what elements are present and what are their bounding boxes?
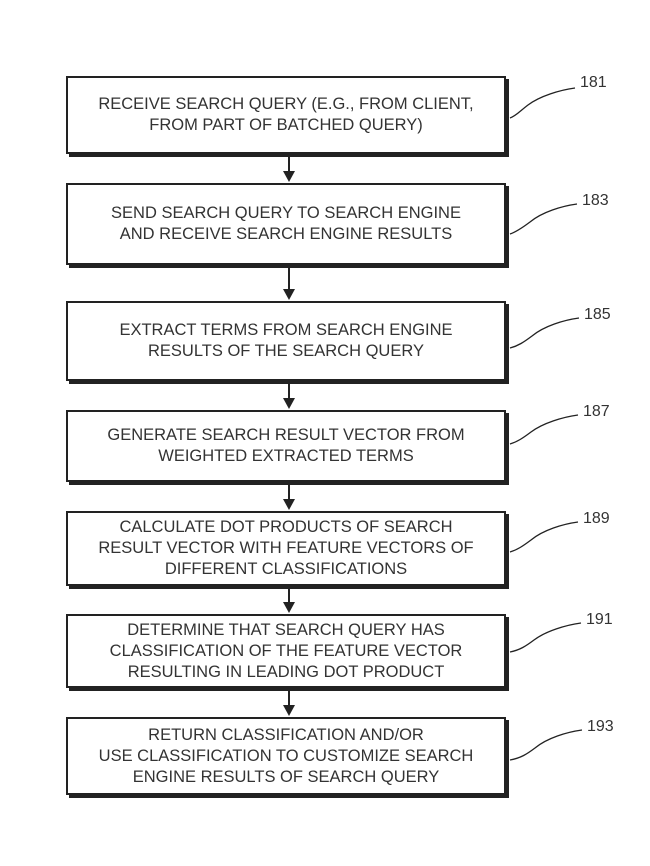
step-text-line: USE CLASSIFICATION TO CUSTOMIZE SEARCH xyxy=(98,746,474,765)
step-text-line: CLASSIFICATION OF THE FEATURE VECTOR xyxy=(109,641,463,660)
reference-numeral-183: 183 xyxy=(582,192,609,209)
step-text-line: DIFFERENT CLASSIFICATIONS xyxy=(164,560,408,578)
leader-line-187 xyxy=(509,414,579,445)
step-text-line: DETERMINE THAT SEARCH QUERY HAS xyxy=(127,620,445,639)
flow-arrow-head xyxy=(283,705,295,716)
step-text-line: ENGINE RESULTS OF SEARCH QUERY xyxy=(132,767,440,786)
step-text-line: RESULT VECTOR WITH FEATURE VECTORS OF xyxy=(98,539,474,557)
leader-line-191 xyxy=(509,622,582,653)
flow-arrow-head xyxy=(283,499,295,510)
flow-arrow-head xyxy=(283,602,295,613)
step-box-191: DETERMINE THAT SEARCH QUERY HAS CLASSIFIC… xyxy=(66,614,506,688)
reference-numeral-193: 193 xyxy=(587,718,614,735)
leader-line-181 xyxy=(509,87,576,119)
reference-numeral-185: 185 xyxy=(584,306,611,323)
reference-numeral-189: 189 xyxy=(583,510,610,527)
leader-line-189 xyxy=(509,521,579,553)
step-text-line: CALCULATE DOT PRODUCTS OF SEARCH xyxy=(119,518,453,536)
reference-numeral-191: 191 xyxy=(586,611,613,628)
step-text-line: FROM PART OF BATCHED QUERY) xyxy=(149,116,423,134)
step-text-line: WEIGHTED EXTRACTED TERMS xyxy=(158,447,414,465)
step-box-183: SEND SEARCH QUERY TO SEARCH ENGINE AND RE… xyxy=(66,183,506,265)
step-text-line: SEND SEARCH QUERY TO SEARCH ENGINE xyxy=(111,204,461,222)
leader-line-185 xyxy=(509,317,580,349)
step-box-193: RETURN CLASSIFICATION AND/OR USE CLASSIFI… xyxy=(66,717,506,795)
flow-arrow-head xyxy=(283,171,295,182)
flow-arrow-head xyxy=(283,289,295,300)
step-text-line: RETURN CLASSIFICATION AND/OR xyxy=(148,725,424,744)
flow-arrow-head xyxy=(283,398,295,409)
step-box-185: EXTRACT TERMS FROM SEARCH ENGINE RESULTS … xyxy=(66,301,506,381)
step-text-line: RECEIVE SEARCH QUERY (E.G., FROM CLIENT, xyxy=(98,95,474,113)
leader-line-183 xyxy=(509,203,578,235)
reference-numeral-187: 187 xyxy=(583,403,610,420)
step-box-187: GENERATE SEARCH RESULT VECTOR FROM WEIGHT… xyxy=(66,410,506,482)
step-text-line: AND RECEIVE SEARCH ENGINE RESULTS xyxy=(119,225,453,243)
step-box-189: CALCULATE DOT PRODUCTS OF SEARCH RESULT V… xyxy=(66,511,506,586)
step-text-line: RESULTING IN LEADING DOT PRODUCT xyxy=(127,662,445,681)
step-text-line: EXTRACT TERMS FROM SEARCH ENGINE xyxy=(119,321,453,339)
reference-numeral-181: 181 xyxy=(580,74,607,91)
step-text-line: RESULTS OF THE SEARCH QUERY xyxy=(148,342,424,360)
leader-line-193 xyxy=(509,729,583,761)
step-text-line: GENERATE SEARCH RESULT VECTOR FROM xyxy=(107,426,465,444)
step-box-181: RECEIVE SEARCH QUERY (E.G., FROM CLIENT,… xyxy=(66,76,506,154)
